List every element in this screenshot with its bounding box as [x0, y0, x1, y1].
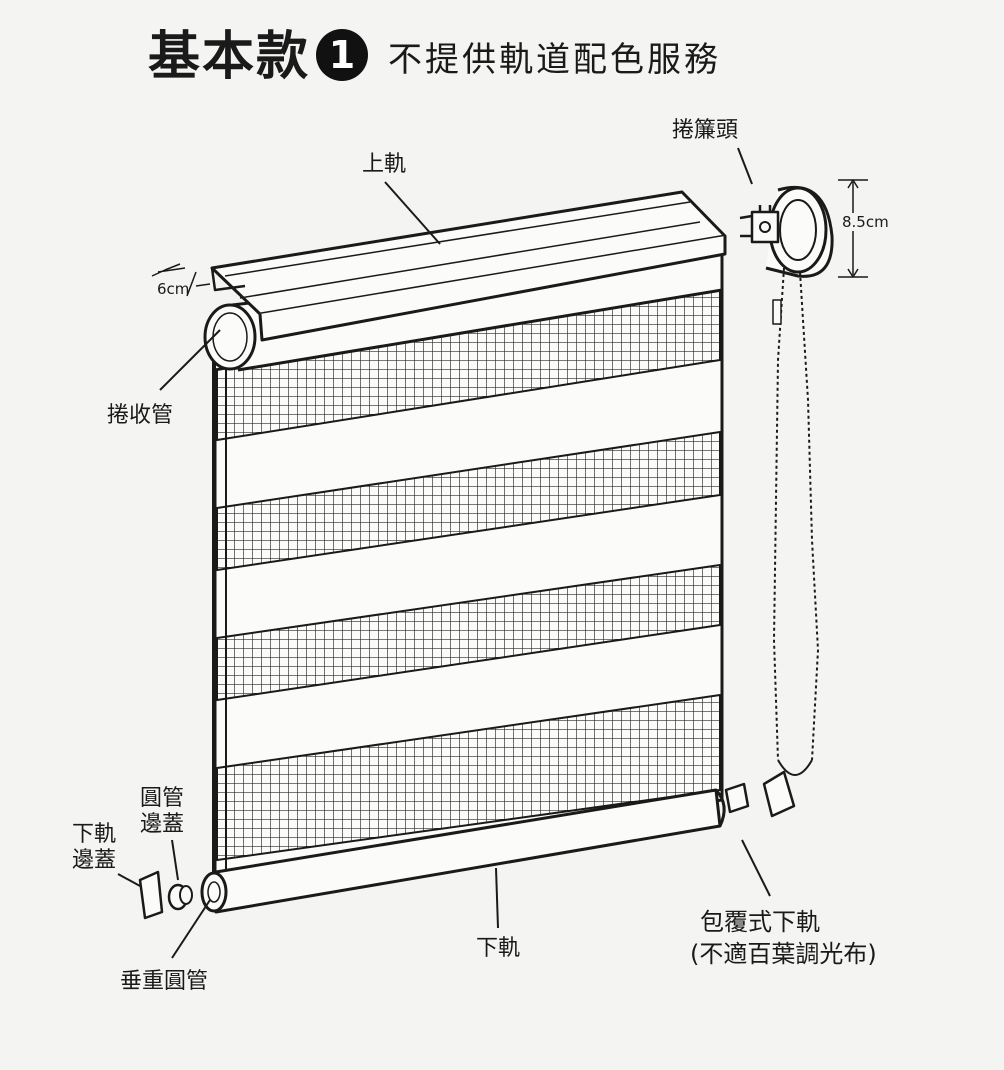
mesh-stripe-3: [216, 564, 721, 701]
wrap-rail-plug: [724, 782, 750, 814]
mesh-stripe-2: [216, 431, 721, 571]
label-height-dimension: 8.5cm: [842, 213, 889, 231]
label-roller-head: 捲簾頭: [672, 118, 739, 143]
label-wrap-bottom-rail-note: (不適百葉調光布): [690, 940, 877, 968]
wrap-rail-cap: [762, 770, 796, 818]
leader-bottom-rail: [495, 867, 499, 929]
leader-bottom-cap: [117, 873, 141, 887]
label-bottom-rail-cap: 下軌 邊蓋: [72, 822, 116, 874]
label-wrap-bottom-rail: 包覆式下軌: [700, 908, 820, 936]
leader-wrap-rail: [741, 839, 771, 897]
diagram-subtitle: 不提供軌道配色服務: [388, 40, 721, 80]
roller-head: [739, 185, 834, 278]
label-bottom-rail: 下軌: [476, 936, 521, 961]
label-roll-tube: 捲收管: [107, 403, 174, 428]
label-tube-cap-line1: 圓管: [140, 786, 185, 811]
bead-chain: [773, 267, 819, 761]
leader-top-rail: [384, 181, 441, 245]
label-tube-cap-line2: 邊蓋: [140, 812, 185, 837]
label-width-dimension: 6cm: [157, 280, 190, 298]
step-number-badge: 1: [316, 29, 368, 81]
label-bottom-rail-cap-line1: 下軌: [72, 822, 117, 847]
label-tube-cap: 圓管 邊蓋: [140, 786, 184, 838]
leader-roll-tube: [159, 329, 221, 391]
label-bottom-rail-cap-line2: 邊蓋: [72, 848, 117, 873]
leader-weight-tube: [171, 899, 211, 959]
mesh-stripe-4: [216, 694, 721, 861]
label-top-rail: 上軌: [362, 152, 407, 177]
diagram-title: 基本款: [148, 27, 311, 87]
leader-roller-head: [737, 147, 753, 185]
leader-tube-cap: [171, 839, 179, 881]
bottom-rail-cap: [138, 870, 164, 920]
label-weight-tube: 垂重圓管: [120, 969, 209, 994]
